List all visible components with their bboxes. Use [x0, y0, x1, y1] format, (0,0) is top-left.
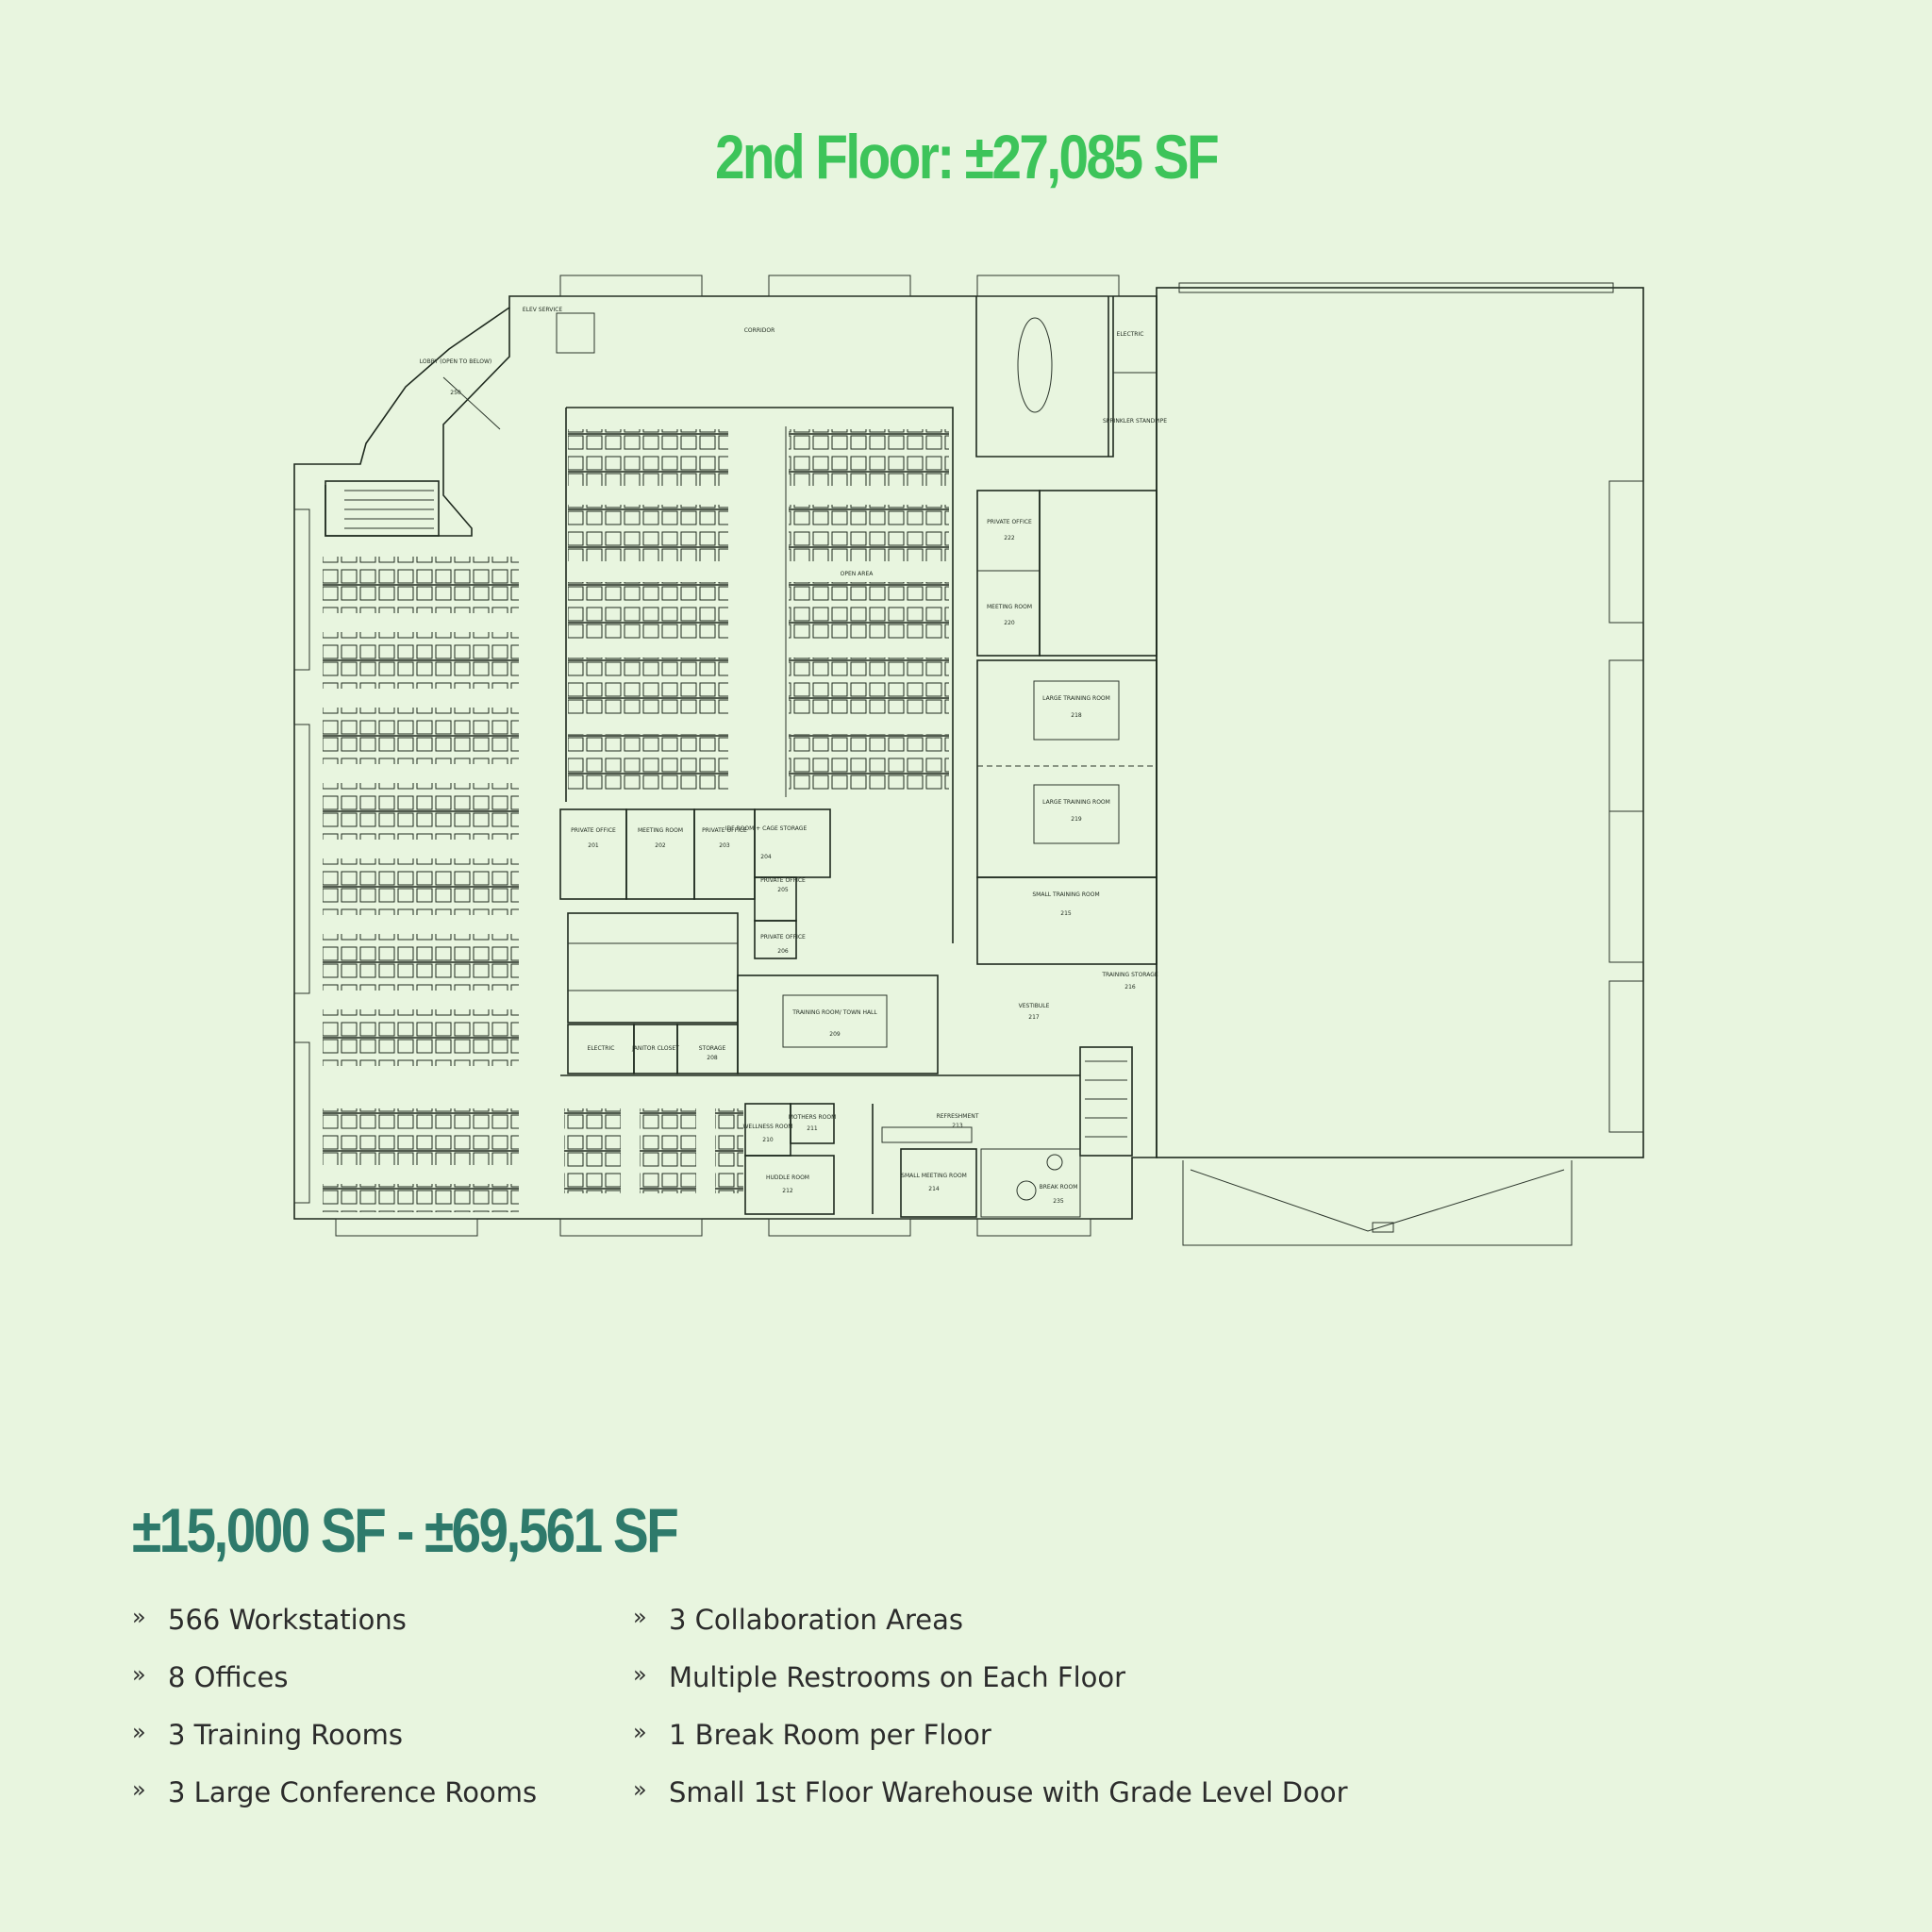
room-num-220: 220: [1004, 620, 1015, 626]
room-label-vestibule: VESTIBULE: [1019, 1003, 1050, 1009]
room-num-town-hall: 209: [829, 1031, 841, 1038]
feature-text: Small 1st Floor Warehouse with Grade Lev…: [669, 1776, 1348, 1808]
room-label-electric-top: ELECTRIC: [1117, 331, 1144, 338]
room-num-break-room: 235: [1053, 1198, 1064, 1205]
room-num-a: 218: [1071, 712, 1082, 719]
room-label-lobby: LOBBY (OPEN TO BELOW): [420, 358, 492, 365]
room-label-break-room: BREAK ROOM: [1040, 1184, 1078, 1191]
room-num-storage: 216: [1124, 984, 1136, 991]
feature-text: 3 Large Conference Rooms: [168, 1776, 538, 1808]
top-right-rooms: ELECTRIC SPRINKLER STANDPIPE: [975, 296, 1167, 458]
room-label-meeting-220: MEETING ROOM: [987, 604, 1032, 610]
feature-text: 1 Break Room per Floor: [669, 1719, 991, 1751]
room-label-mothers: MOTHERS ROOM: [789, 1114, 837, 1121]
room-num-small: 215: [1060, 910, 1072, 917]
room-num-small-meeting: 214: [928, 1186, 940, 1192]
room-num-203: 203: [719, 842, 730, 849]
bullet-icon: »: [132, 1719, 146, 1745]
feature-text: Multiple Restrooms on Each Floor: [669, 1661, 1126, 1693]
room-num-lobby: 250: [450, 390, 461, 396]
room-label-wellness: WELLNESS ROOM: [742, 1124, 792, 1130]
room-label-refreshment: REFRESHMENT: [937, 1113, 979, 1120]
bullet-icon: »: [633, 1776, 647, 1803]
bullet-icon: »: [132, 1604, 146, 1630]
feature-text: 566 Workstations: [168, 1604, 407, 1636]
room-label-electric-bottom: ELECTRIC: [588, 1045, 615, 1052]
right-rooms: PRIVATE OFFICE 222 MEETING ROOM 220 LARG…: [976, 490, 1158, 1157]
room-label-sprinkler: SPRINKLER STANDPIPE: [1103, 418, 1167, 425]
room-label-open-area: OPEN AREA: [841, 571, 874, 577]
room-num-b: 219: [1071, 816, 1082, 823]
room-label-large-training-a: LARGE TRAINING ROOM: [1042, 695, 1110, 702]
warehouse-outline: [1156, 282, 1644, 1246]
room-label-storage: STORAGE: [699, 1045, 726, 1052]
feature-text: 8 Offices: [168, 1661, 289, 1693]
bottom-rooms: WELLNESS ROOM 210 MOTHERS ROOM 211 HUDDL…: [560, 1074, 1081, 1218]
room-num-idf: 204: [760, 854, 772, 860]
bullet-icon: »: [633, 1719, 647, 1745]
core-rooms: PRIVATE OFFICE 201 MEETING ROOM 202 PRIV…: [559, 808, 939, 1074]
room-label-janitor: JANITOR CLOSET: [631, 1045, 679, 1052]
bullet-icon: »: [633, 1661, 647, 1688]
room-num-huddle: 212: [782, 1188, 793, 1194]
feature-text: 3 Training Rooms: [168, 1719, 404, 1751]
room-label-training-storage: TRAINING STORAGE: [1101, 972, 1158, 978]
room-num-storage-208: 208: [707, 1055, 718, 1061]
room-label-private-office-222: PRIVATE OFFICE: [987, 519, 1032, 525]
room-label-large-training-b: LARGE TRAINING ROOM: [1042, 799, 1110, 806]
feature-text: 3 Collaboration Areas: [669, 1604, 964, 1636]
room-label-town-hall: TRAINING ROOM/ TOWN HALL: [791, 1009, 877, 1016]
room-num-201: 201: [588, 842, 599, 849]
room-num-202: 202: [655, 842, 666, 849]
office-outline: [293, 275, 1158, 1237]
room-label-idf: IDF ROOM + CAGE STORAGE: [725, 825, 808, 832]
size-range: ±15,000 SF - ±69,561 SF: [132, 1495, 679, 1565]
room-num-mothers: 211: [807, 1125, 818, 1132]
room-label-small-meeting: SMALL MEETING ROOM: [901, 1173, 967, 1179]
room-num-206: 206: [777, 948, 789, 955]
room-num-wellness: 210: [762, 1137, 774, 1143]
room-label-huddle: HUDDLE ROOM: [766, 1174, 809, 1181]
room-label-meeting-202: MEETING ROOM: [638, 827, 683, 834]
room-label-elev-service: ELEV SERVICE: [523, 307, 562, 313]
room-num-vest: 217: [1028, 1014, 1040, 1021]
room-label-small-training: SMALL TRAINING ROOM: [1032, 891, 1099, 898]
open-area-walls: OPEN AREA: [565, 407, 954, 943]
lobby-area: LOBBY (OPEN TO BELOW) 250 ELEV SERVICE C…: [325, 307, 775, 537]
bullet-icon: »: [633, 1604, 647, 1630]
room-num-222: 222: [1004, 535, 1015, 541]
workstation-clusters: [323, 429, 949, 1212]
room-label-private-office-201: PRIVATE OFFICE: [571, 827, 616, 834]
room-label-private-office-206: PRIVATE OFFICE: [760, 934, 806, 941]
room-num-refreshment: 213: [952, 1123, 963, 1129]
floor-title: 2nd Floor: ±27,085 SF: [714, 122, 1220, 192]
room-num-205: 205: [777, 887, 789, 893]
room-label-private-office-203: PRIVATE OFFICE: [702, 827, 747, 834]
bullet-icon: »: [132, 1661, 146, 1688]
room-label-private-office-205: PRIVATE OFFICE: [760, 877, 806, 884]
bullet-icon: »: [132, 1776, 146, 1803]
room-label-corridor: CORRIDOR: [744, 327, 775, 334]
